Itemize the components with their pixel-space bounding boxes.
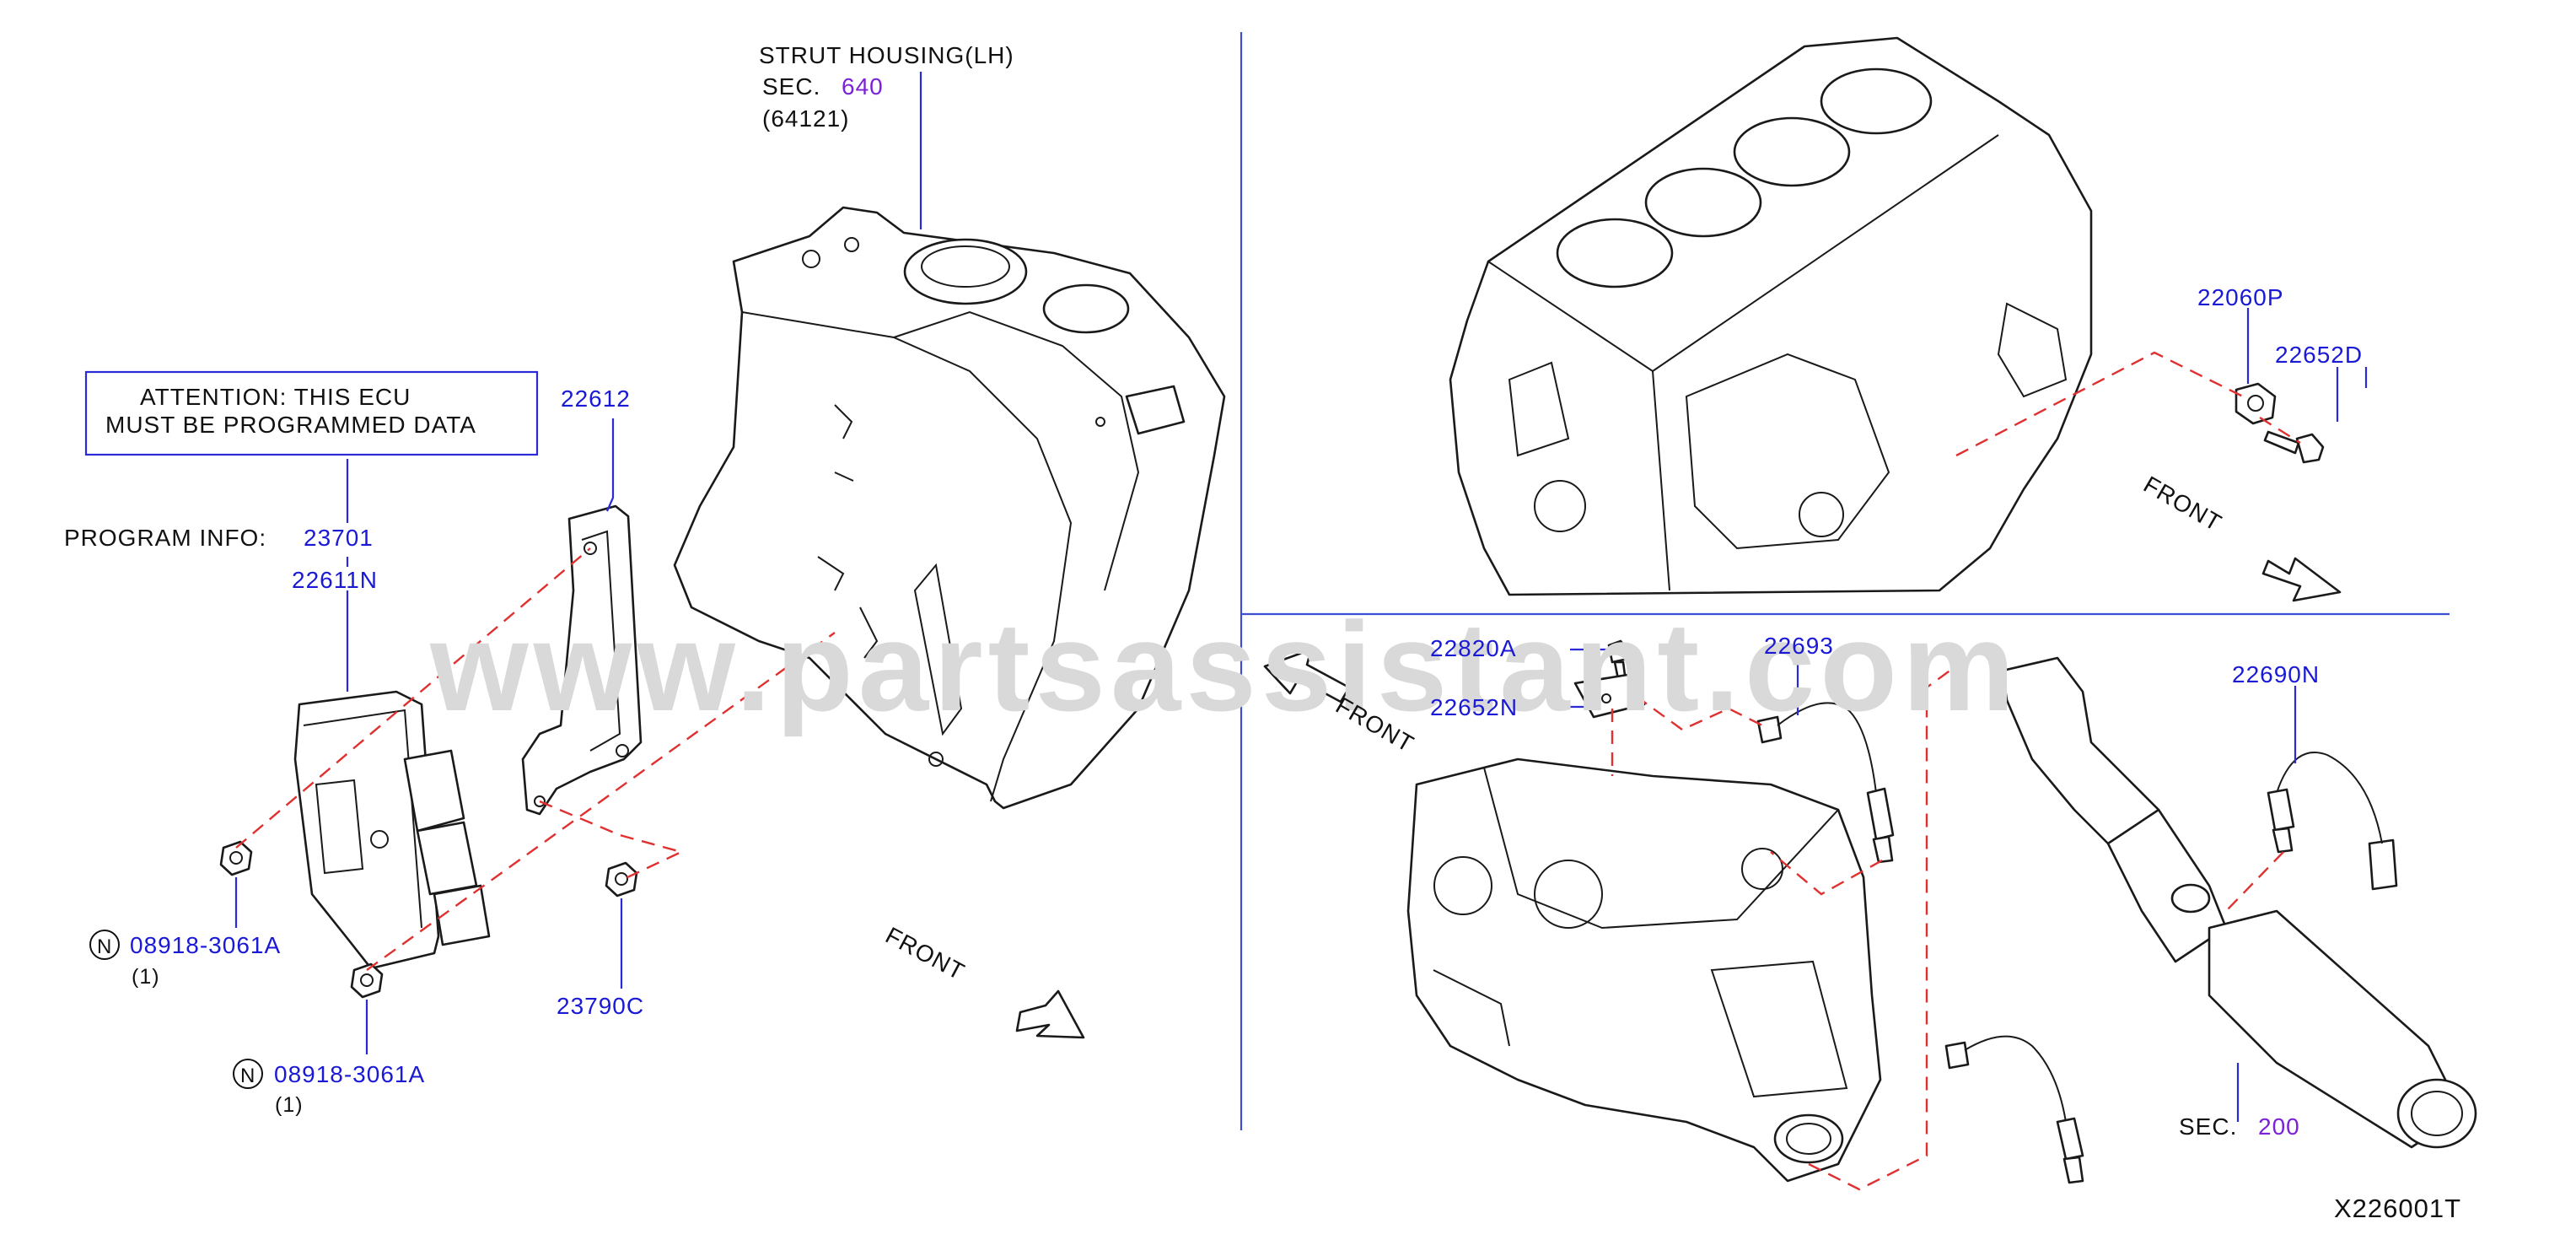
exhaust-sec-prefix: SEC. [2179,1113,2237,1140]
ecm-bracket-drawing [521,504,643,816]
knock-sensor-drawing [2235,382,2277,425]
nut-bracket-drawing [605,861,638,898]
attention-note-box [84,370,539,456]
part-number-22612[interactable]: 22612 [561,385,631,412]
attention-note-line2: MUST BE PROGRAMMED DATA [105,412,476,438]
front-label-left: FRONT [881,922,969,985]
part-number-22820a[interactable]: 22820A [1430,635,1517,661]
quantity-1-a: (1) [132,965,160,989]
part-number-22060p[interactable]: 22060P [2197,284,2284,310]
strut-sec-number[interactable]: 640 [842,73,884,100]
front-arrow-right-top [2261,557,2342,602]
strut-sec-prefix: SEC. [762,73,820,100]
part-number-23701[interactable]: 23701 [304,525,374,551]
o2-sensor-upper-drawing [1756,702,1895,864]
front-arrow-right-bottom [1263,648,1351,703]
part-number-08918-3061a-2[interactable]: 08918-3061A [274,1061,425,1087]
part-number-22652n[interactable]: 22652N [1430,694,1518,720]
n-badge-2-icon [233,1059,263,1089]
watermark-text: www.partsassistant.com [429,596,2019,737]
knock-bolt-drawing [2263,430,2325,464]
exhaust-pipe-catalyst-drawing [2001,656,2477,1149]
o2-sensor-lower-drawing [1944,1035,2084,1184]
n-badge-1-text: N [97,935,112,958]
strut-housing-label: STRUT HOUSING(LH) [759,42,1014,68]
part-number-22611n[interactable]: 22611N [292,567,378,593]
engine-block-drawing [1449,36,2093,596]
front-arrow-left [1015,989,1085,1039]
diagram-code: X226001T [2334,1194,2461,1223]
o2-sensor-rear-drawing [2267,752,2398,891]
strut-sub-number: (64121) [762,105,850,132]
n-badge-2-text: N [240,1065,255,1087]
program-info-label: PROGRAM INFO: [64,525,266,551]
part-number-22652d[interactable]: 22652D [2275,342,2363,368]
attention-note-line1: ATTENTION: THIS ECU [140,384,411,410]
engine-exhaust-drawing [1406,757,1882,1183]
part-number-22693[interactable]: 22693 [1764,633,1834,659]
exhaust-sec-number[interactable]: 200 [2258,1113,2300,1140]
ecm-unit-drawing [293,690,491,970]
nut-2-drawing [350,962,384,999]
part-number-23790c[interactable]: 23790C [557,993,644,1019]
front-label-right-top: FRONT [2139,471,2226,536]
strut-housing-drawing [673,206,1226,810]
part-number-08918-3061a-1[interactable]: 08918-3061A [130,932,281,958]
quantity-1-b: (1) [275,1093,304,1117]
part-number-22690n[interactable]: 22690N [2232,661,2320,687]
nut-1-drawing [219,840,253,876]
n-badge-1-icon [89,930,120,960]
